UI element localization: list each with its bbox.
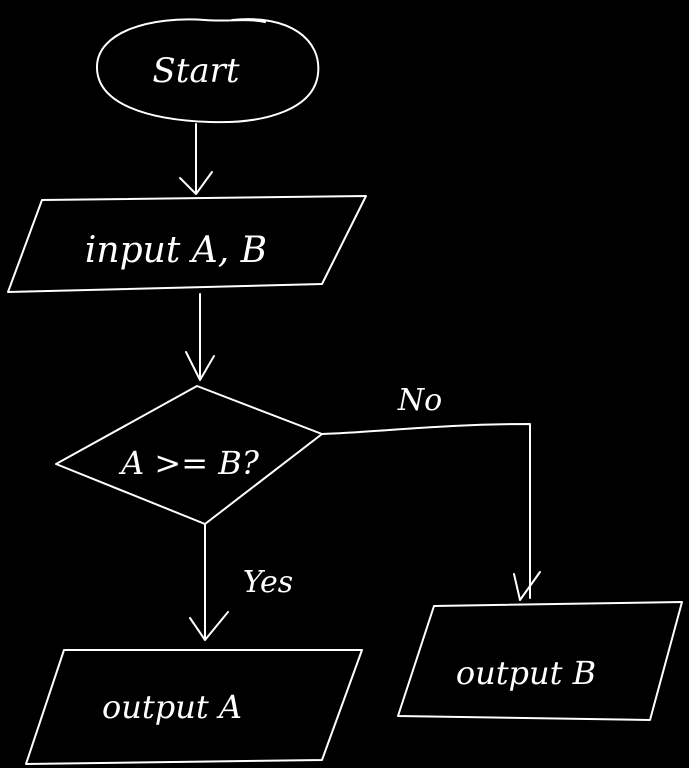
- input-label: input A, B: [85, 230, 267, 271]
- decision-label: A >= B?: [118, 444, 260, 482]
- start-node: Start: [95, 18, 320, 124]
- decision-node: A >= B?: [55, 385, 323, 525]
- input-node: input A, B: [7, 195, 367, 293]
- output-a-label: output A: [102, 688, 242, 726]
- input-parallelogram: [7, 195, 367, 293]
- arrow-input-to-decision: [185, 293, 215, 381]
- no-label: No: [397, 383, 442, 418]
- output-b-parallelogram: [397, 601, 683, 721]
- arrow-start-to-input: [179, 123, 213, 195]
- arrowhead: [185, 351, 215, 381]
- arrowhead: [189, 611, 229, 641]
- arrowhead: [179, 171, 213, 195]
- output-b-node: output B: [397, 601, 683, 721]
- output-a-node: output A: [25, 649, 363, 765]
- output-b-label: output B: [456, 654, 596, 692]
- yes-label: Yes: [243, 565, 293, 600]
- output-a-parallelogram: [25, 649, 363, 765]
- yes-branch: Yes: [189, 523, 293, 641]
- arrowhead: [513, 571, 541, 601]
- start-oval: [95, 18, 320, 124]
- start-label: Start: [152, 51, 239, 91]
- no-branch: No: [321, 383, 541, 601]
